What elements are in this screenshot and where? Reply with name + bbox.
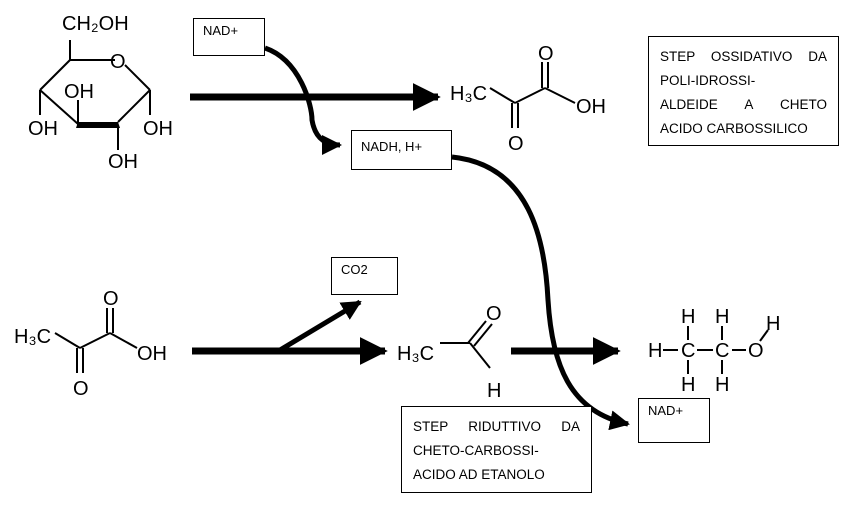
pyruvate-top-oxygen-bottom: O: [508, 133, 524, 155]
co2-box: CO2: [331, 257, 398, 295]
pyruvate-bottom-h3c: H₃C: [14, 326, 51, 348]
pyruvate-top-oxygen-top: O: [538, 43, 554, 65]
glucose-ch2oh: CH₂OH: [62, 13, 129, 35]
glucose-ring-oxygen: O: [110, 51, 126, 73]
oxidative-note-line-3: ALDEIDE A CHETO: [660, 97, 827, 112]
ethanol-h-oxygen: H: [766, 313, 780, 335]
glucose-oh-right: OH: [143, 118, 173, 140]
pyruvate-bottom-oh: OH: [137, 343, 167, 365]
nad-plus-top-label: NAD+: [203, 23, 239, 38]
pyruvate-top-h3c: H₃C: [450, 83, 487, 105]
ethanol-h-c1-top: H: [681, 306, 695, 328]
reductive-note-line-1: STEP RIDUTTIVO DA: [413, 419, 580, 434]
pyruvate-bottom-molecule: [54, 308, 138, 373]
ethanol-h-left: H: [648, 340, 662, 362]
oxidative-note-line-1: STEP OSSIDATIVO DA: [660, 49, 827, 64]
reductive-step-note: STEP RIDUTTIVO DA CHETO-CARBOSSI- ACIDO …: [401, 406, 592, 493]
co2-label: CO2: [341, 262, 368, 277]
nadh-label: NADH, H+: [361, 139, 423, 154]
oxidative-step-note: STEP OSSIDATIVO DA POLI-IDROSSI- ALDEIDE…: [648, 36, 839, 146]
pyruvate-top-oh: OH: [576, 96, 606, 118]
nad-to-nadh-arrow: [264, 45, 342, 155]
glucose-oh-top: OH: [64, 81, 94, 103]
pyruvate-bottom-oxygen-bottom: O: [73, 378, 89, 400]
nadh-box: NADH, H+: [351, 130, 452, 170]
nad-plus-top-box: NAD+: [193, 18, 265, 56]
reductive-note-line-3: ACIDO AD ETANOLO: [413, 467, 545, 482]
nad-plus-bottom-label: NAD+: [648, 403, 684, 418]
acetaldehyde-h3c: H₃C: [397, 343, 434, 365]
pyruvate-top-molecule: [489, 62, 576, 128]
oxidative-note-line-2: POLI-IDROSSI-: [660, 73, 756, 88]
ethanol-c2: C: [715, 340, 729, 362]
acetaldehyde-hydrogen: H: [487, 380, 501, 402]
nad-plus-bottom-box: NAD+: [638, 398, 710, 443]
acetaldehyde-oxygen: O: [486, 303, 502, 325]
ethanol-h-c1-bottom: H: [681, 374, 695, 396]
glucose-molecule: [39, 40, 151, 150]
ethanol-molecule: [663, 326, 769, 374]
ethanol-oxygen: O: [748, 340, 764, 362]
ethanol-h-c2-bottom: H: [715, 374, 729, 396]
reductive-note-line-2: CHETO-CARBOSSI-: [413, 443, 539, 458]
pyruvate-bottom-oxygen-top: O: [103, 288, 119, 310]
nadh-to-nad-arrow: [451, 154, 630, 431]
oxidative-note-line-4: ACIDO CARBOSSILICO: [660, 121, 808, 136]
co2-release-arrow: [278, 299, 362, 353]
ethanol-c1: C: [681, 340, 695, 362]
glucose-oh-bottom: OH: [108, 151, 138, 173]
glucose-oh-left: OH: [28, 118, 58, 140]
ethanol-h-c2-top: H: [715, 306, 729, 328]
acetaldehyde-molecule: [440, 320, 493, 369]
